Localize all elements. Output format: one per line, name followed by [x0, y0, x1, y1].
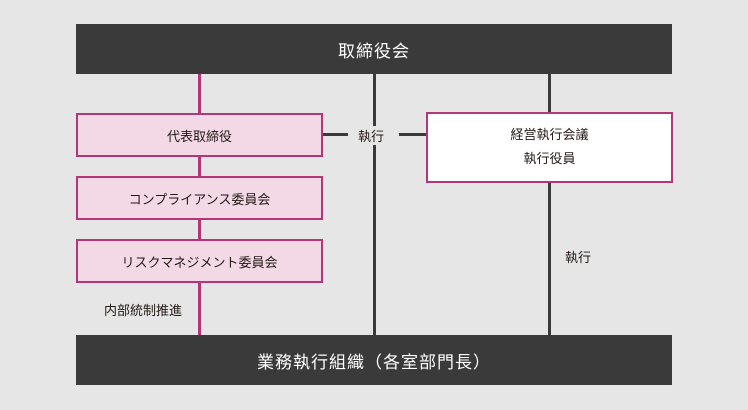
connector-compliance-to-risk — [198, 219, 201, 239]
risk-management-committee-box: リスクマネジメント委員会 — [76, 239, 323, 283]
representative-director-box: 代表取締役 — [76, 113, 323, 157]
connector-right-top — [548, 74, 551, 114]
connector-representative-to-compliance — [198, 156, 201, 176]
risk-management-committee-label: リスクマネジメント委員会 — [121, 255, 278, 271]
connector-representative-to-center — [322, 133, 348, 136]
board-of-directors-bar: 取締役会 — [76, 24, 672, 74]
business-execution-organization-label: 業務執行組織（各室部門長） — [257, 352, 491, 373]
connector-center-vertical — [373, 74, 376, 336]
connector-right-bottom — [548, 182, 551, 336]
board-of-directors-label: 取締役会 — [338, 41, 410, 62]
execution-label-center: 執行 — [355, 126, 388, 145]
executive-meeting-box: 経営執行会議 執行役員 — [426, 112, 673, 183]
representative-director-label: 代表取締役 — [166, 129, 232, 145]
execution-label-right: 執行 — [565, 247, 592, 266]
executive-officers-label: 執行役員 — [523, 151, 576, 167]
internal-control-label: 内部統制推進 — [104, 300, 183, 319]
connector-top-to-representative — [198, 74, 201, 114]
connector-center-to-meeting — [399, 133, 427, 136]
business-execution-organization-bar: 業務執行組織（各室部門長） — [76, 335, 672, 385]
compliance-committee-label: コンプライアンス委員会 — [128, 192, 271, 208]
compliance-committee-box: コンプライアンス委員会 — [76, 176, 323, 220]
executive-meeting-label: 経営執行会議 — [510, 127, 589, 143]
connector-risk-to-bottom — [198, 282, 201, 336]
